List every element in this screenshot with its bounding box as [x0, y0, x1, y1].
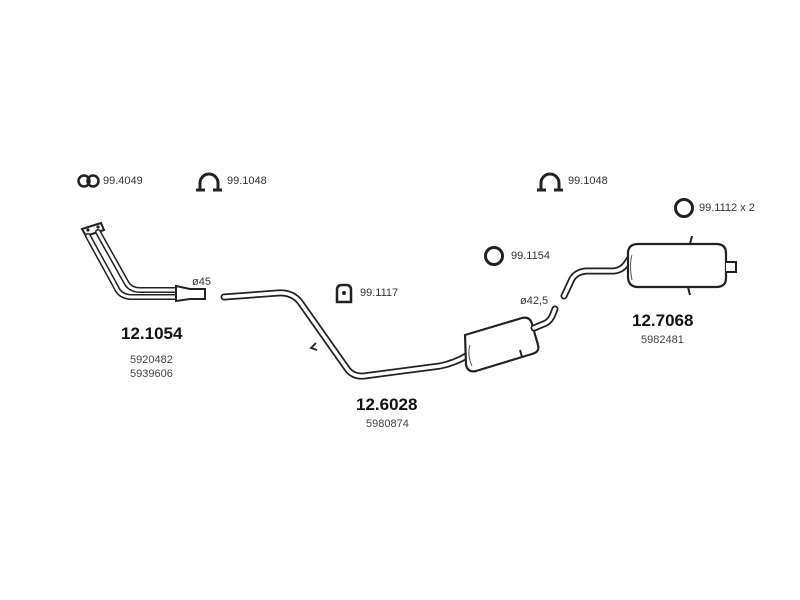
ref-number: 5980874	[366, 418, 409, 430]
rubber-hanger-icon	[335, 283, 353, 304]
middle-outlet-diameter: ø42,5	[520, 295, 549, 307]
clamp-top-right-label: 99.1048	[568, 175, 608, 187]
ref-number: 5982481	[641, 334, 684, 346]
middle-pipe	[220, 289, 559, 380]
part-number-middle-pipe: 12.6028	[356, 395, 418, 414]
u-clamp-icon-right	[537, 172, 563, 192]
ref-number: 5939606	[130, 368, 173, 380]
hanger-1117-label: 99.1117	[360, 287, 399, 299]
ref-number: 5920482	[130, 354, 173, 366]
part-number-front-pipe: 12.1054	[121, 324, 183, 343]
clamp-double-label: 99.4049	[103, 175, 143, 187]
front-outlet-diameter: ø45	[192, 276, 211, 288]
part-number-rear-silencer: 12.7068	[632, 311, 694, 330]
rubber-ring-icon	[674, 198, 694, 218]
u-clamp-icon	[196, 172, 222, 192]
ring-1154-label: 99.1154	[511, 250, 550, 262]
rubber-ring-icon-1154	[484, 246, 504, 266]
clamp-top-left-label: 99.1048	[227, 175, 267, 187]
rear-silencer	[560, 235, 737, 300]
double-ring-clamp-icon	[77, 174, 100, 188]
front-pipe	[80, 221, 206, 303]
ring-1112-label: 99.1112 x 2	[699, 202, 755, 214]
